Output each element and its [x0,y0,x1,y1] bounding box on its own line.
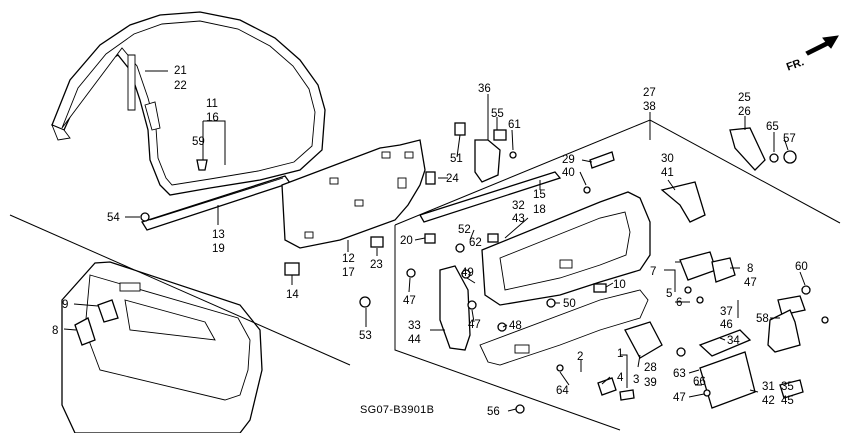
callout-44: 44 [408,334,421,346]
callout-38: 38 [643,101,656,113]
callout-27: 27 [643,87,656,99]
callout-7: 7 [650,266,656,278]
callout-12: 12 [342,253,355,265]
callout-48: 48 [509,320,522,332]
callout-11: 11 [206,98,218,110]
callout-35: 35 [781,381,794,393]
callout-50: 50 [563,298,576,310]
callout-29: 29 [562,154,575,166]
callout-33: 33 [408,320,421,332]
callout-19: 19 [212,243,225,255]
callout-43: 43 [512,213,525,225]
callout-2: 2 [577,351,583,363]
bracket-36 [454,122,517,183]
callout-24: 24 [446,173,459,185]
callout-36: 36 [478,83,491,95]
callout-45: 45 [781,395,794,407]
callout-8-b: 8 [52,325,58,337]
callout-53: 53 [359,330,372,342]
callout-20: 20 [400,235,413,247]
leader-lines [63,70,806,412]
callout-8-a: 8 [747,263,753,275]
callout-56: 56 [487,406,500,418]
callout-42: 42 [762,395,775,407]
callout-4: 4 [617,372,624,384]
callout-46: 46 [720,319,733,331]
callout-41: 41 [661,167,674,179]
callout-40: 40 [562,167,575,179]
small-parts [359,127,829,414]
callout-1: 1 [617,348,623,360]
callout-28: 28 [644,362,657,374]
callout-25: 25 [738,92,751,104]
callout-64: 64 [556,385,569,397]
callout-59: 59 [192,136,205,148]
callout-54: 54 [107,212,120,224]
callout-31: 31 [762,381,775,393]
callout-55: 55 [491,108,504,120]
callout-5: 5 [666,288,672,300]
callout-10: 10 [613,279,626,291]
callout-52: 52 [458,224,471,236]
inner-weatherstrip [419,171,562,223]
callout-21: 21 [174,65,187,77]
direction-label: FR. [785,56,806,73]
callout-39: 39 [644,377,657,389]
callout-47-a: 47 [403,295,416,307]
callout-6: 6 [676,297,682,309]
callout-63: 63 [673,368,686,380]
callout-13: 13 [212,229,225,241]
callout-14: 14 [286,289,299,301]
armrest-33 [439,265,471,351]
callout-18: 18 [533,204,546,216]
callout-30: 30 [661,153,674,165]
callout-47-c: 47 [744,277,757,289]
callout-34: 34 [727,335,740,347]
callout-3: 3 [633,374,639,386]
callout-62: 62 [469,237,482,249]
callout-26: 26 [738,106,751,118]
door-lining-right [479,191,651,366]
callout-66: 66 [693,376,706,388]
callout-58: 58 [756,313,769,325]
callout-32: 32 [512,200,525,212]
callout-16: 16 [206,112,219,124]
callout-9: 9 [62,299,68,311]
callout-17: 17 [342,267,355,279]
callout-51: 51 [450,153,463,165]
callout-60: 60 [795,261,808,273]
callout-47-d: 47 [673,392,686,404]
door-weatherstrip [51,11,326,196]
callout-65: 65 [766,121,779,133]
callout-47-b: 47 [468,319,481,331]
callout-57: 57 [783,133,796,145]
clip-59 [196,159,208,171]
plastic-sheet [281,139,426,249]
callout-15: 15 [533,189,546,201]
callout-37: 37 [720,306,733,318]
clip-54 [140,212,150,222]
front-direction-arrow: FR. [785,35,839,74]
callout-labels: 21 22 11 16 59 13 19 54 36 55 61 51 24 1… [52,65,808,418]
callout-23: 23 [370,259,383,271]
callout-49: 49 [461,267,474,279]
callout-61: 61 [508,119,521,131]
callout-22: 22 [174,80,187,92]
diagram-code: SG07-B3901B [360,404,434,416]
door-lining-left [61,261,263,433]
